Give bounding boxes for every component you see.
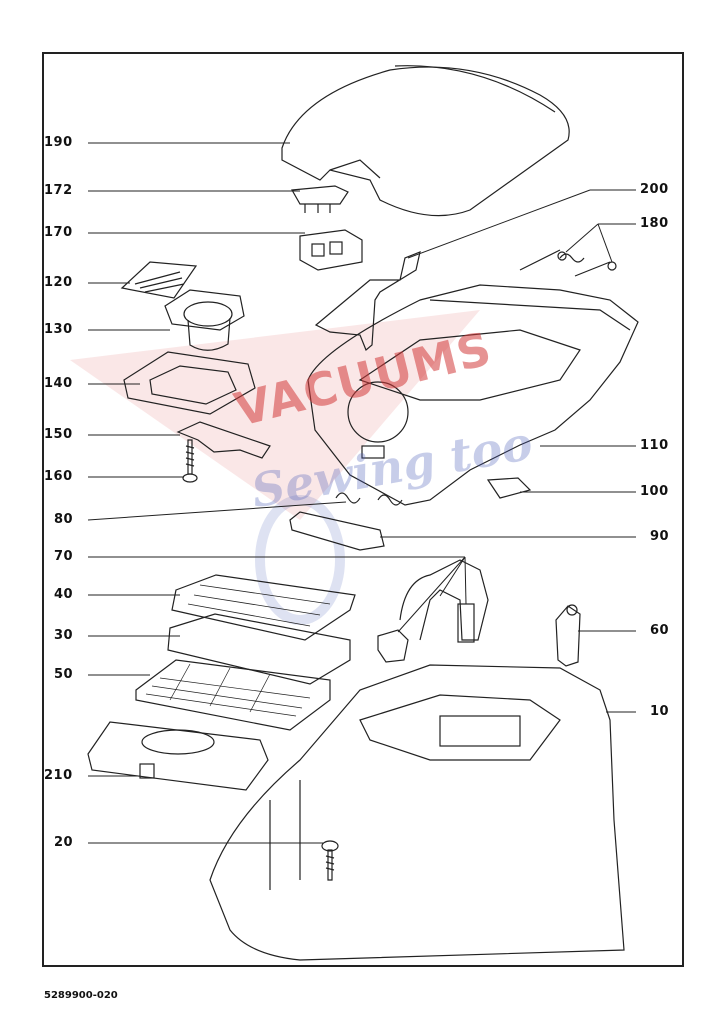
watermark-triangle [70,310,480,520]
part-90-shape [289,511,385,551]
label-part-150: 150 [44,427,73,442]
label-part-170: 170 [44,225,73,240]
label-part-10: 10 [650,704,670,719]
label-part-120: 120 [44,275,73,290]
part-172-shape [291,185,349,205]
document-number: 5289900-020 [44,990,118,1001]
label-part-30: 30 [54,628,74,643]
label-part-100: 100 [640,484,669,499]
label-part-80: 80 [54,512,74,527]
label-part-160: 160 [44,469,73,484]
part-100-shape [486,477,532,499]
part-20-shape [321,840,339,881]
part-120-shape [120,261,198,299]
label-part-90: 90 [650,529,670,544]
label-part-50: 50 [54,667,74,682]
part-140-shape [123,351,256,415]
part-110-shape [307,284,639,506]
label-part-40: 40 [54,587,74,602]
label-part-180: 180 [640,216,669,231]
label-part-190: 190 [44,135,73,150]
label-part-70: 70 [54,549,74,564]
part-150-shape [176,421,271,459]
part-60-shape [555,605,581,667]
part-10-shape [209,664,625,961]
part-30-shape [167,613,351,685]
part-200-shape [314,251,421,351]
label-part-110: 110 [640,438,669,453]
label-part-130: 130 [44,322,73,337]
label-part-60: 60 [650,623,670,638]
part-130-shape [164,289,245,331]
part-50-shape [135,659,331,731]
label-part-210: 210 [44,768,73,783]
label-part-200: 200 [640,182,669,197]
part-210-shape [87,721,269,791]
part-170-shape [299,229,363,271]
part-180-shape [559,253,585,263]
part-160-shape [182,439,198,483]
part-40-shape [171,574,356,641]
part-190-shape [281,66,570,217]
watermark-swirl [255,495,345,625]
label-part-172: 172 [44,183,73,198]
part-80-shape [335,492,361,504]
label-part-140: 140 [44,376,73,391]
diagram-frame [42,52,684,967]
part-70-shape [377,559,489,663]
label-part-20: 20 [54,835,74,850]
